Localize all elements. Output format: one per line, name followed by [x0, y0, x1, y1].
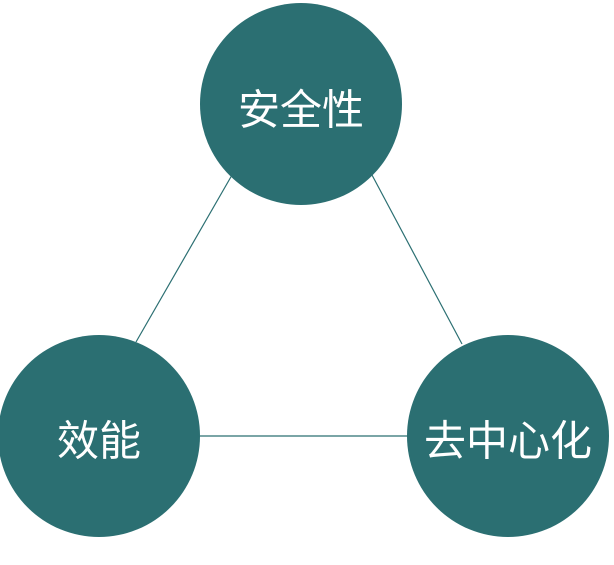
node-right-label: 去中心化	[424, 417, 592, 466]
edge-top-right	[371, 174, 463, 345]
node-left: 效能	[0, 335, 200, 537]
node-left-label: 效能	[57, 417, 141, 466]
node-top-circle	[200, 3, 402, 205]
node-top: 安全性	[200, 3, 402, 205]
edge-top-left	[135, 174, 233, 343]
node-right-circle	[407, 335, 609, 537]
node-top-label: 安全性	[238, 86, 364, 135]
node-right: 去中心化	[407, 335, 609, 537]
node-left-circle	[0, 335, 200, 537]
